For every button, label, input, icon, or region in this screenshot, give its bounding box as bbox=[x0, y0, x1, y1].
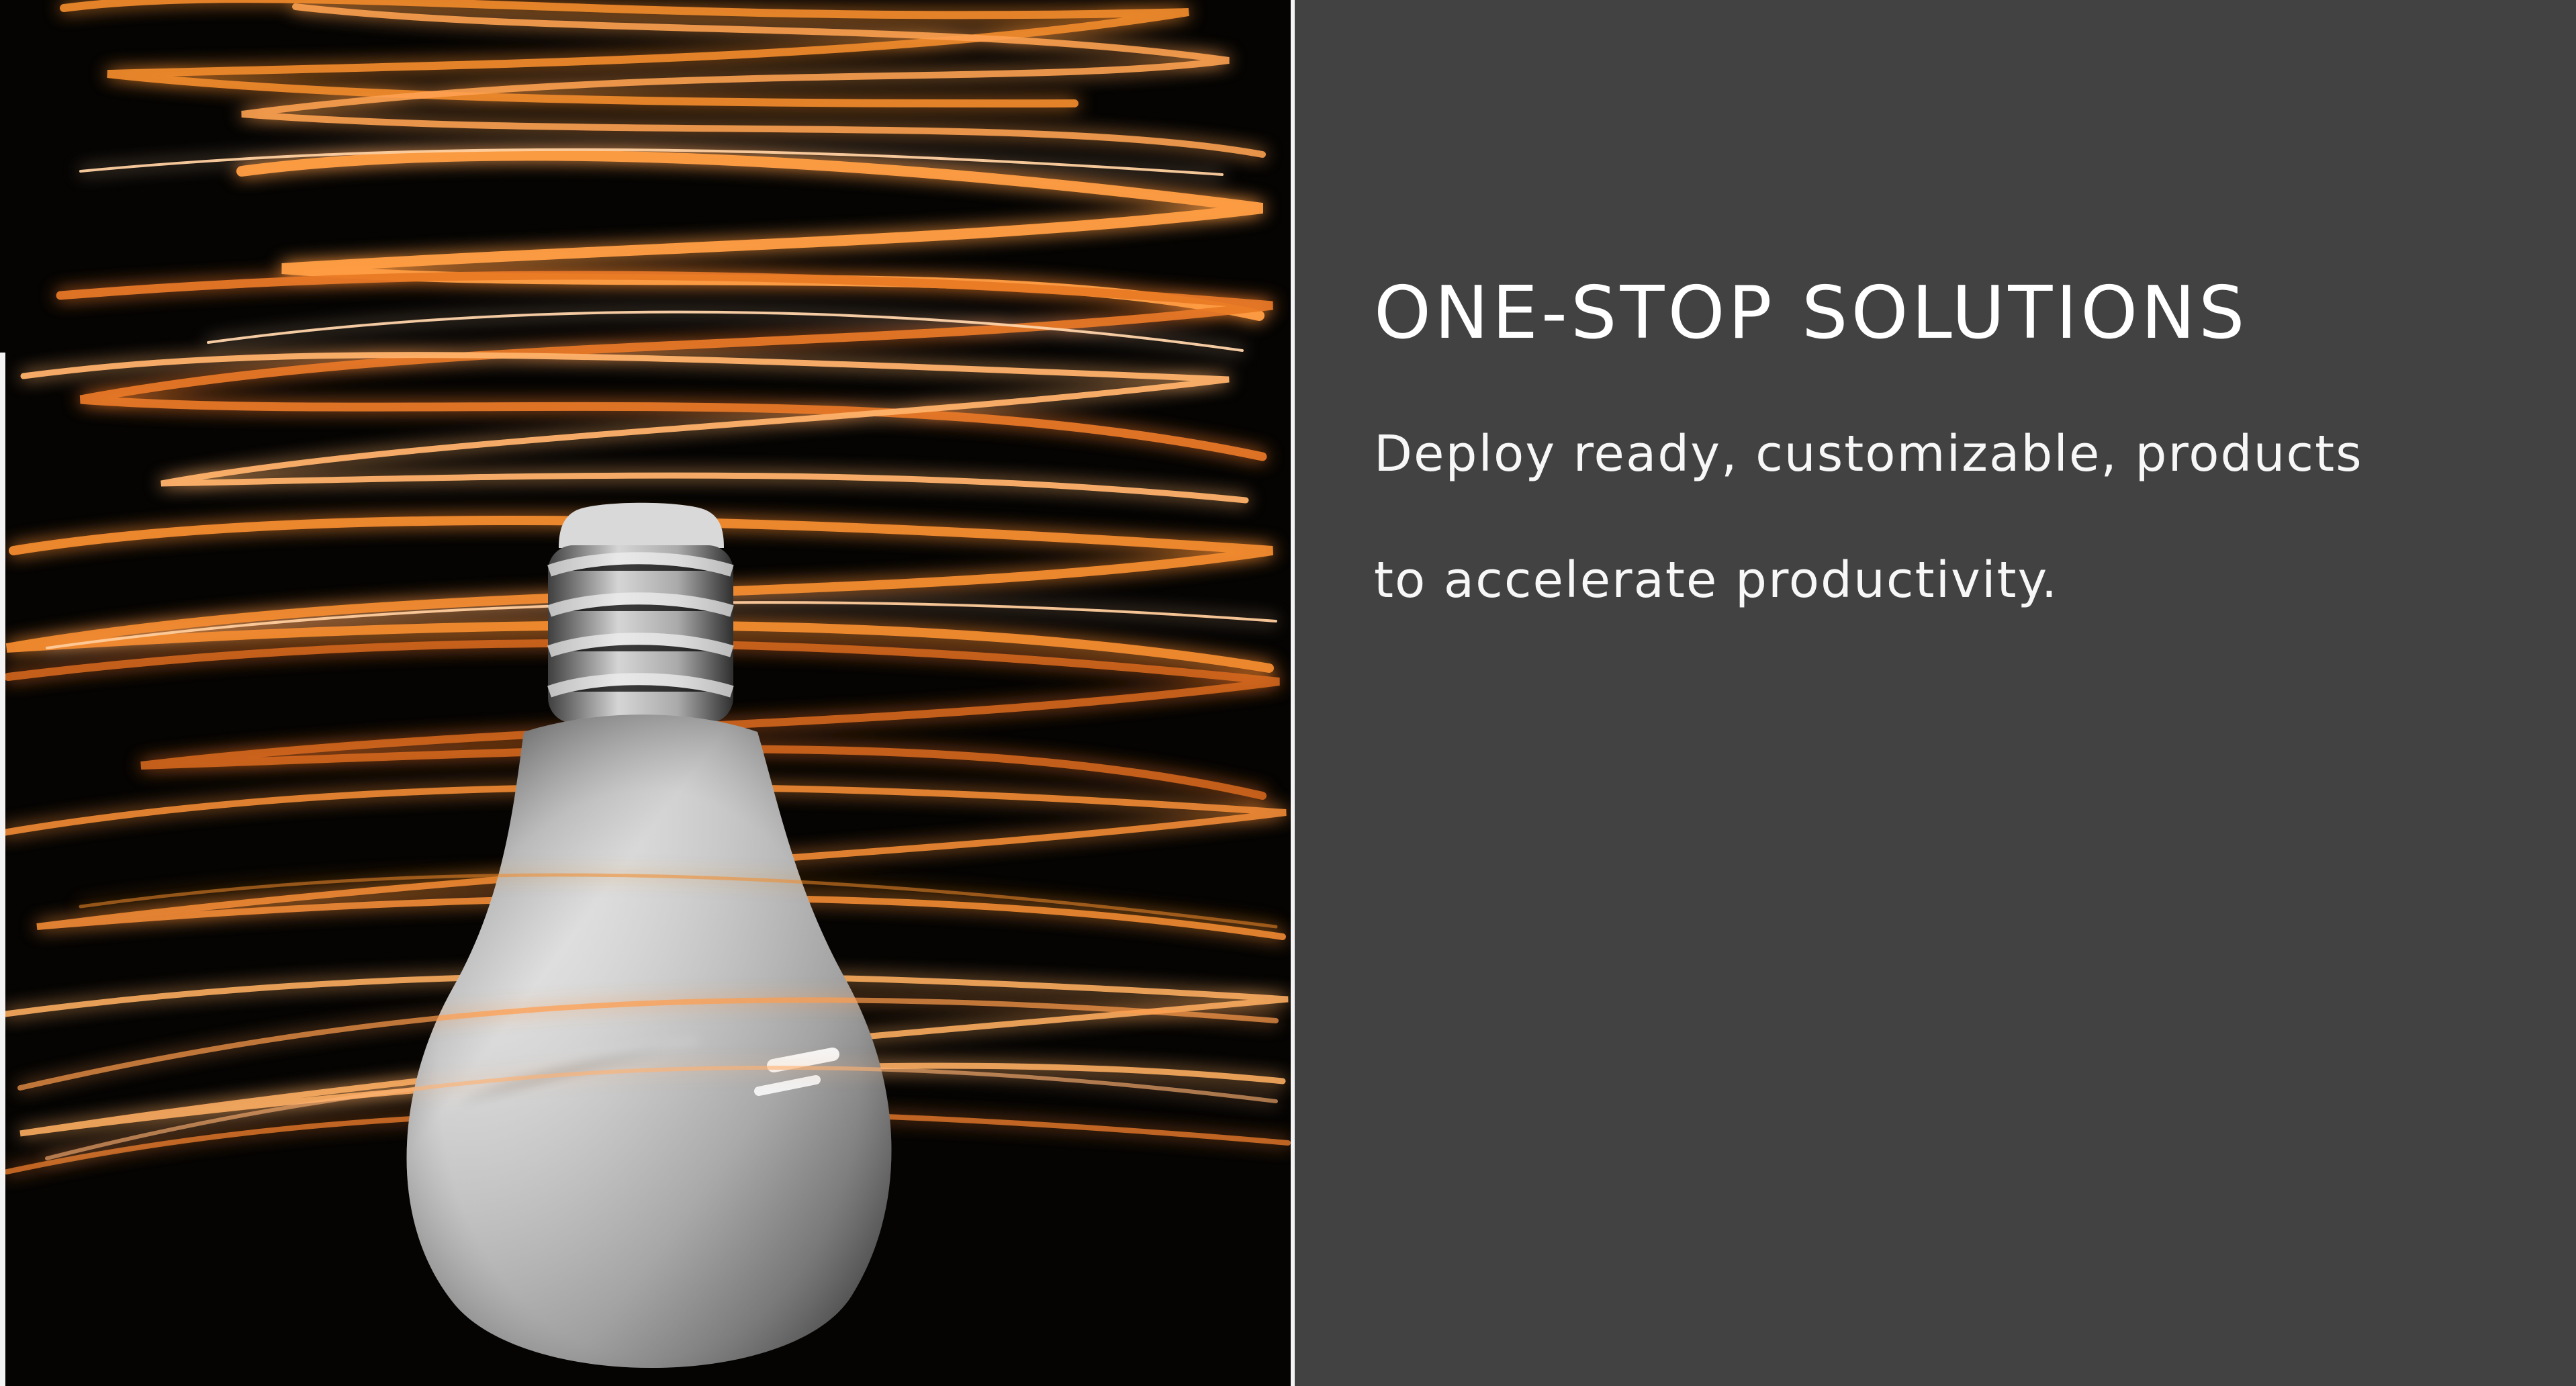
hero-image-panel bbox=[0, 0, 1291, 1386]
page-title: ONE-STOP SOLUTIONS bbox=[1374, 271, 2248, 355]
lightbulb-hero-image bbox=[0, 0, 1291, 1369]
left-edge-divider bbox=[0, 353, 5, 1386]
text-panel: ONE-STOP SOLUTIONS Deploy ready, customi… bbox=[1295, 0, 2576, 1386]
lightbulb bbox=[406, 502, 892, 1369]
description-line-2: to accelerate productivity. bbox=[1374, 551, 2059, 609]
description-line-1: Deploy ready, customizable, products bbox=[1374, 425, 2363, 483]
foreground-light-trails bbox=[17, 873, 1279, 1160]
vertical-divider bbox=[1291, 0, 1295, 1386]
